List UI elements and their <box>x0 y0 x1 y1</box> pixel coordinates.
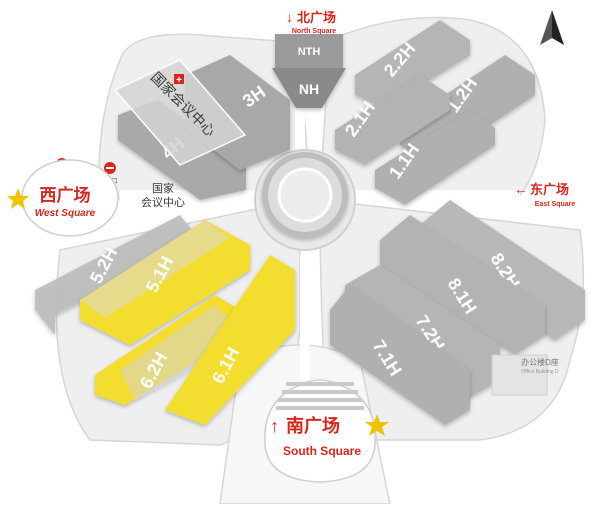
north-square-marker[interactable]: ↓ 北广场 North Square <box>286 9 336 35</box>
south-square-en: South Square <box>283 444 361 458</box>
ncc-label-line2: 会议中心 <box>141 196 185 209</box>
star-icon <box>7 188 29 209</box>
hall-5-1h[interactable]: 5.1H <box>80 220 250 345</box>
east-square-cn: 东广场 <box>530 182 569 197</box>
arrow-up-icon: ↑ <box>270 416 279 436</box>
arrow-down-icon: ↓ <box>286 9 293 25</box>
hall-7-1h[interactable]: 7.1H <box>330 285 470 425</box>
west-square-marker[interactable]: 西广场 West Square <box>7 159 119 237</box>
east-square-en: East Square <box>535 201 576 208</box>
stairs-graphic <box>276 382 364 410</box>
hall-label-nth: NTH <box>298 46 321 58</box>
west-square-cn: 西广场 <box>40 185 91 205</box>
national-convention-center[interactable]: 国家会议中心 + <box>113 59 247 166</box>
north-square-cn: 北广场 <box>297 10 336 25</box>
south-square-marker[interactable]: ↑ 南广场 South Square <box>264 379 389 483</box>
office-building-d[interactable]: 办公楼D座 Office Building D <box>491 354 559 396</box>
north-square-en: North Square <box>292 28 336 35</box>
hall-label-nh: NH <box>299 81 319 97</box>
hall-6-2h[interactable]: 6.2H <box>95 295 240 405</box>
ncc-label-line1: 国家 <box>152 181 174 195</box>
arrow-left-icon: ← <box>514 181 528 197</box>
star-icon <box>365 414 389 436</box>
central-roundabout <box>254 149 356 251</box>
hospital-cross: + <box>176 75 182 86</box>
hall-8-1h[interactable]: 8.1H <box>380 215 545 355</box>
ncc-side-label: 国家 会议中心 <box>141 181 185 209</box>
hall-2-1h[interactable]: 2.1H <box>335 75 450 165</box>
hall-6-1h[interactable]: 6.1H <box>165 255 295 425</box>
office-label-en: Office Building D <box>521 369 559 375</box>
office-label-cn: 办公楼D座 <box>521 357 559 367</box>
west-square-en: West Square <box>35 208 96 219</box>
east-square-marker[interactable]: ← 东广场 East Square <box>514 181 575 208</box>
south-square-cn: 南广场 <box>286 415 340 436</box>
hall-1-1h[interactable]: 1.1H <box>375 110 495 205</box>
north-arrow-icon <box>540 10 564 45</box>
hospital-icon <box>174 74 184 84</box>
north-hall-nh[interactable]: NTH NH <box>272 34 346 108</box>
